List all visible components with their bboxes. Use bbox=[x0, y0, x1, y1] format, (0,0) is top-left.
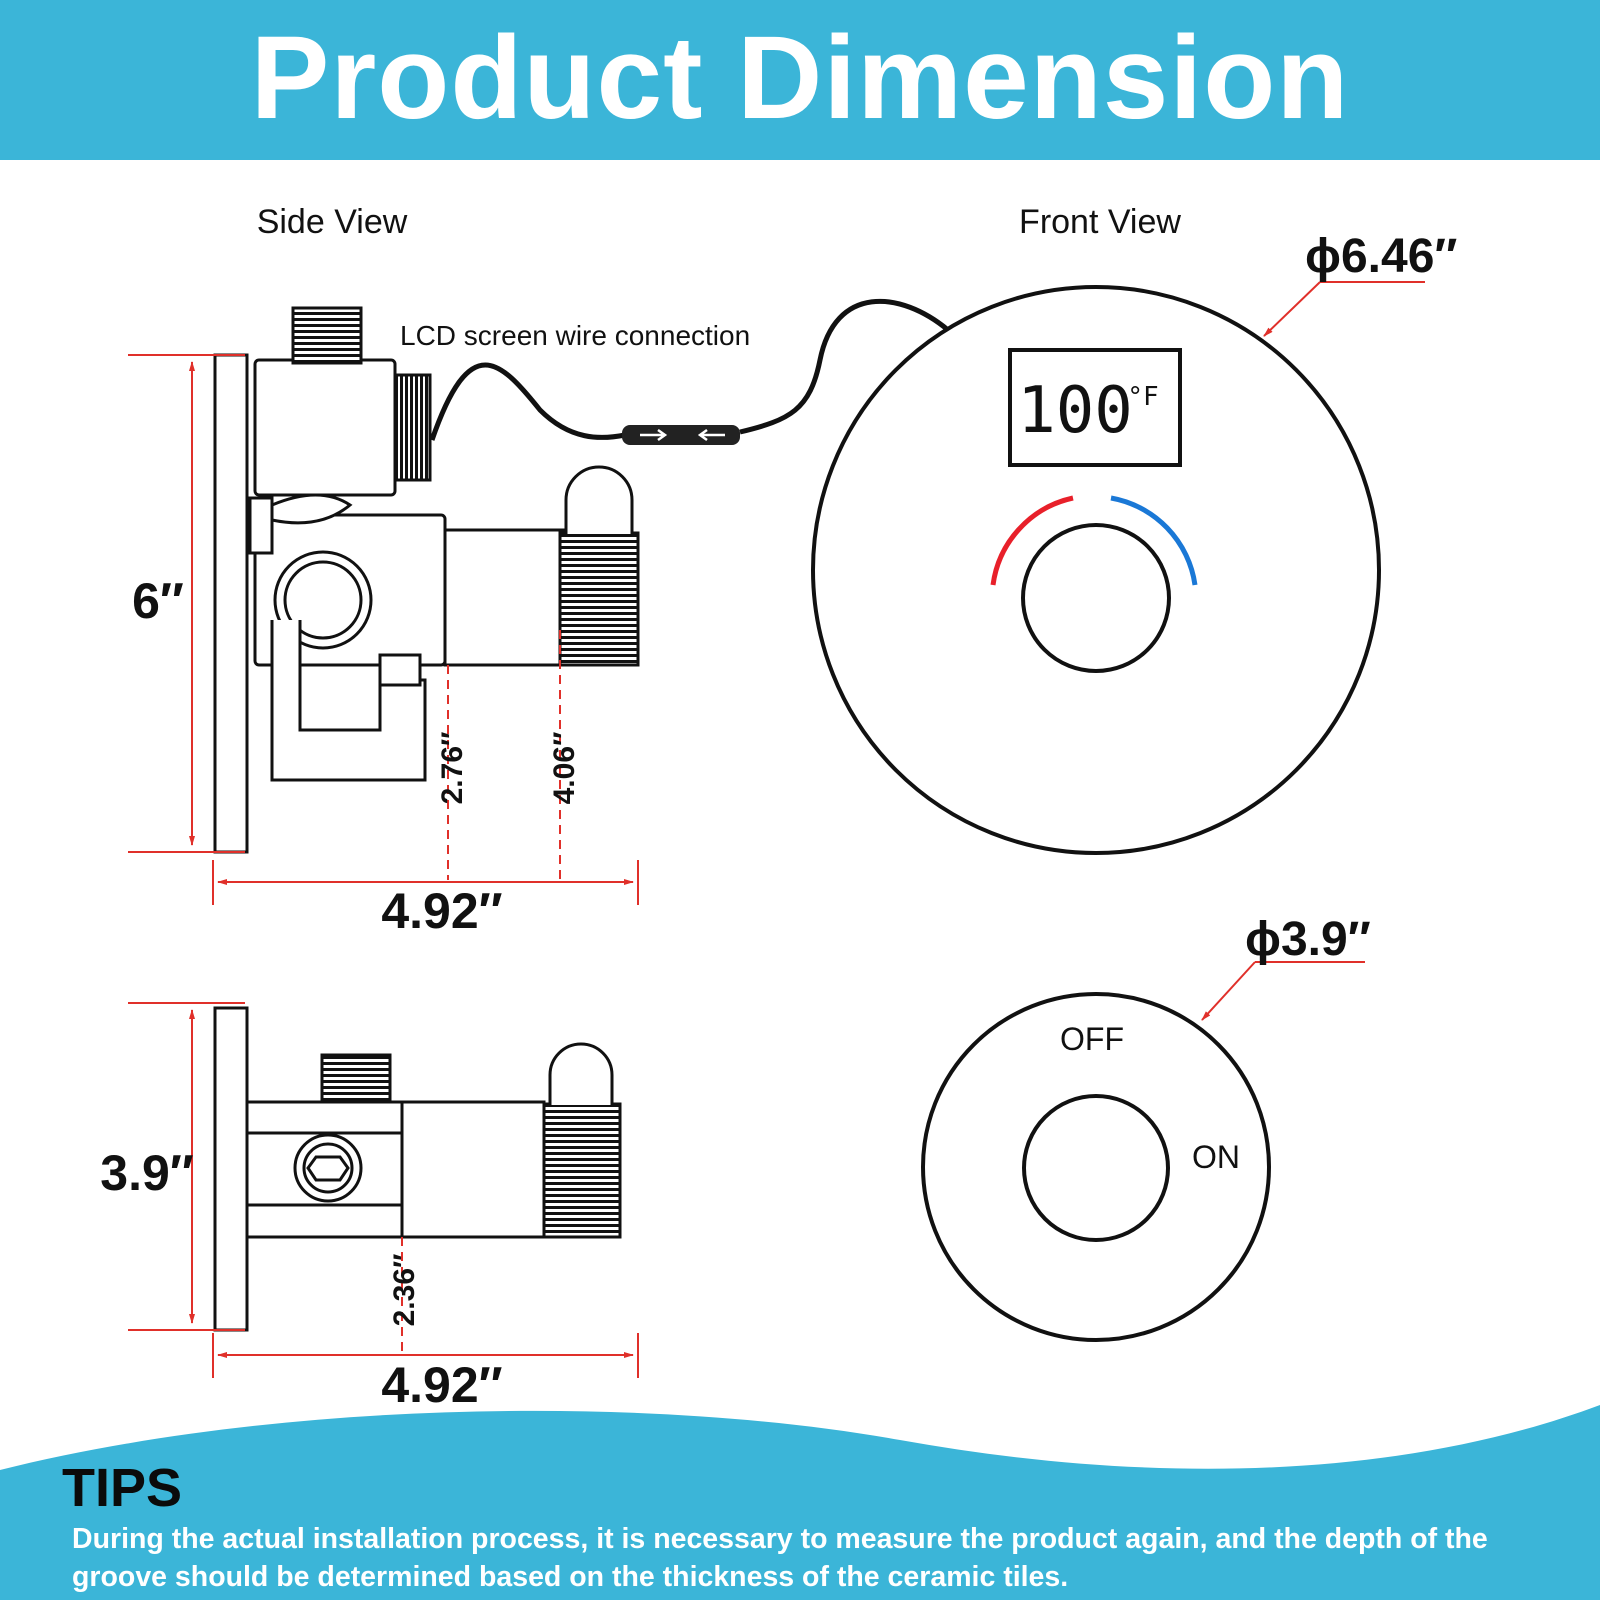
height-3-9-label: 3.9″ bbox=[100, 1145, 194, 1201]
depth-2-76-label: 2.76″ bbox=[436, 732, 469, 805]
front-diameter-large-label: ϕ6.46″ bbox=[1305, 230, 1457, 283]
hot-arc bbox=[990, 495, 1074, 586]
temperature-knob bbox=[1021, 523, 1171, 673]
top-dimension-lines bbox=[128, 354, 639, 905]
depth-2-36-label: 2.36″ bbox=[388, 1254, 421, 1327]
on-off-knob bbox=[1022, 1094, 1170, 1242]
tips-text: During the actual installation process, … bbox=[72, 1523, 1488, 1593]
wire-connector bbox=[622, 425, 740, 445]
height-6-label: 6″ bbox=[132, 573, 184, 629]
depth-total-bottom-label: 4.92″ bbox=[381, 1357, 502, 1413]
top-side-view bbox=[213, 306, 640, 854]
handle-knurl bbox=[558, 531, 640, 667]
cold-arc bbox=[1110, 495, 1198, 586]
off-label: OFF bbox=[1060, 1021, 1124, 1057]
tips-heading: TIPS bbox=[62, 1458, 183, 1518]
inlet-thread bbox=[291, 306, 363, 365]
side-view-label: Side View bbox=[257, 203, 408, 241]
on-label: ON bbox=[1192, 1139, 1240, 1175]
bottom-dimension-lines bbox=[128, 1002, 639, 1378]
depth-total-top-label: 4.92″ bbox=[381, 883, 502, 939]
header-banner: Product Dimension bbox=[0, 0, 1600, 160]
front-diameter-small-label: ϕ3.9″ bbox=[1245, 913, 1371, 966]
front-view-label: Front View bbox=[1019, 203, 1181, 241]
tips-wave-background bbox=[0, 1405, 1600, 1600]
lcd-wire bbox=[429, 362, 626, 441]
front-plate-large bbox=[811, 285, 1381, 855]
wire-connection-label: LCD screen wire connection bbox=[400, 320, 750, 351]
wall-plate-small bbox=[213, 1006, 249, 1332]
lcd-temperature-unit: °F bbox=[1127, 382, 1158, 412]
front-plate-small bbox=[921, 992, 1271, 1342]
page-title: Product Dimension bbox=[250, 12, 1350, 144]
lcd-display bbox=[1008, 348, 1182, 467]
lcd-temperature-value: 100 bbox=[1017, 374, 1133, 448]
bottom-side-view bbox=[213, 1006, 622, 1332]
wall-plate bbox=[213, 353, 249, 854]
depth-4-06-label: 4.06″ bbox=[548, 732, 581, 805]
